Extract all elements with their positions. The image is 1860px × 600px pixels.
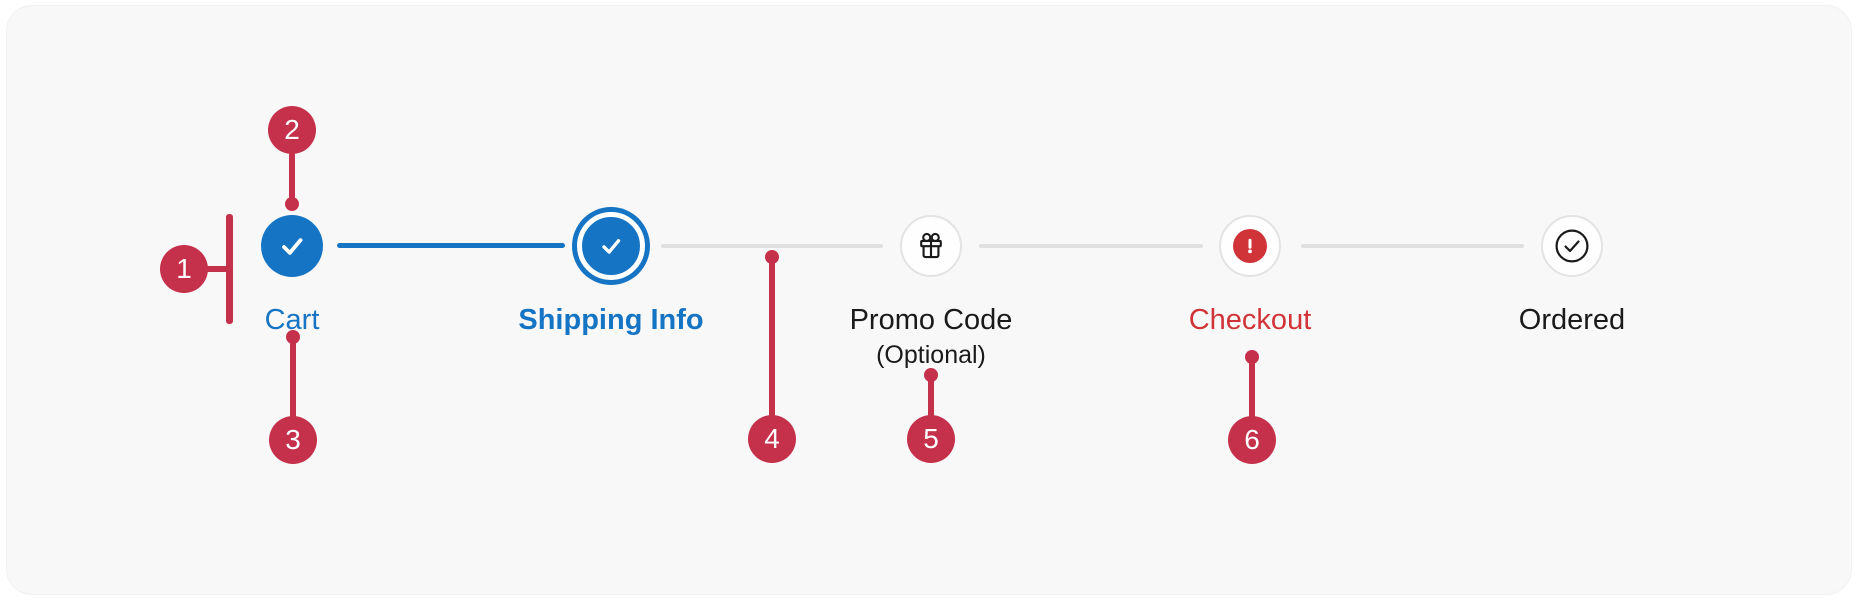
gift-icon: [920, 232, 942, 259]
check-icon: [602, 239, 621, 254]
annotation-connector-line: [1249, 360, 1255, 419]
exclamation-icon: [1248, 238, 1252, 254]
check-circle-icon: [1555, 229, 1589, 263]
step-checkout-label[interactable]: Checkout: [1188, 304, 1312, 336]
step-shipping-indicator[interactable]: [572, 207, 650, 285]
annotation-badge-6: 6: [1228, 416, 1276, 464]
stepper-card: Cart Shipping Info Prom: [6, 5, 1852, 595]
connector-checkout-ordered: [1301, 244, 1524, 248]
annotation-badge-3: 3: [269, 416, 317, 464]
step-ordered-indicator[interactable]: [1541, 215, 1603, 277]
step-ordered-label[interactable]: Ordered: [1518, 304, 1626, 336]
annotation-dot: [924, 368, 938, 382]
annotation-dot: [286, 330, 300, 344]
annotation-badge-2: 2: [268, 106, 316, 154]
step-promo-indicator[interactable]: [900, 215, 962, 277]
annotation-connector-line: [928, 378, 934, 418]
annotation-connector-line: [204, 266, 230, 272]
annotation-connector-line: [289, 152, 295, 202]
step-shipping-label[interactable]: Shipping Info: [518, 304, 704, 336]
connector-promo-checkout: [979, 244, 1203, 248]
annotation-connector-line: [769, 260, 775, 418]
step-promo-label[interactable]: Promo Code (Optional): [771, 302, 1091, 370]
annotation-dot: [1245, 350, 1259, 364]
connector-cart-shipping: [337, 243, 565, 248]
check-icon: [282, 238, 303, 255]
step-cart-indicator[interactable]: [261, 215, 323, 277]
annotation-dot: [285, 197, 299, 211]
annotation-badge-5: 5: [907, 415, 955, 463]
error-badge: [1233, 229, 1267, 263]
active-step-ring: [577, 212, 645, 280]
step-promo-label-main: Promo Code: [849, 304, 1013, 336]
step-promo-optional-label: (Optional): [876, 341, 986, 369]
annotation-badge-4: 4: [748, 415, 796, 463]
connector-shipping-promo: [661, 244, 883, 248]
annotation-badge-1: 1: [160, 245, 208, 293]
step-checkout-indicator[interactable]: [1219, 215, 1281, 277]
annotation-dot: [765, 250, 779, 264]
annotation-connector-line: [290, 340, 296, 419]
